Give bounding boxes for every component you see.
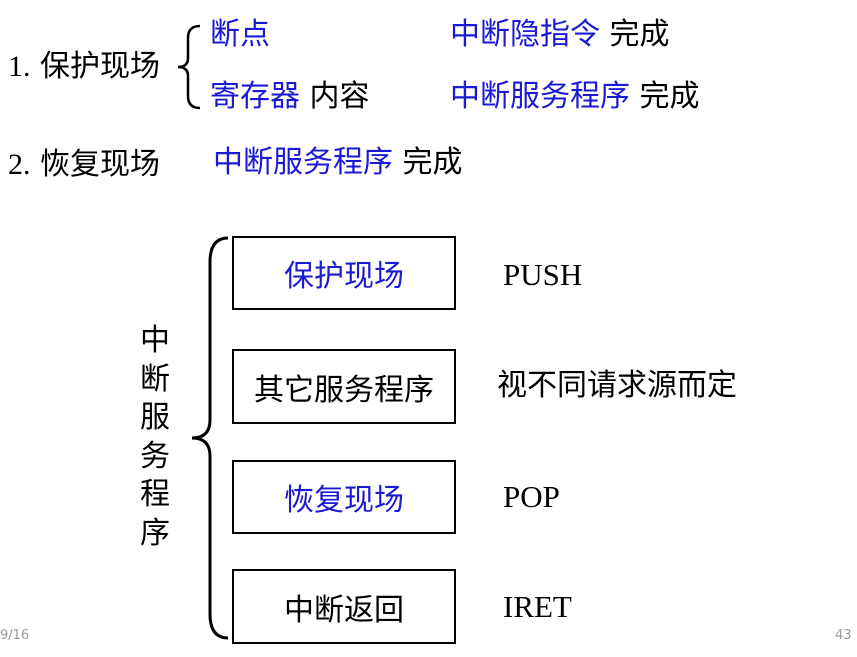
diagram-vertical-label: 中 断 服 务 程 序 — [138, 322, 172, 553]
section1-row1-b-blue: 中断隐指令 — [450, 17, 600, 52]
vertical-char: 程 — [140, 477, 170, 512]
section1-brace — [177, 24, 201, 110]
section1-row1-b-black: 完成 — [609, 17, 670, 52]
vertical-char: 中 — [140, 323, 170, 358]
section1-row2-a-blue: 寄存器 — [210, 79, 300, 114]
section1-title: 保护现场 — [40, 49, 161, 84]
section2-title: 恢复现场 — [40, 147, 161, 182]
section2-desc: 中断服务程序 完成 — [213, 148, 463, 178]
section1-row2-b-blue: 中断服务程序 — [450, 79, 630, 114]
vertical-char: 服 — [140, 400, 170, 435]
section2-number: 2. — [8, 148, 31, 181]
section1-row2-a: 寄存器 内容 — [210, 82, 370, 112]
step-box-protect-context: 保护现场 — [232, 236, 456, 310]
step-box-interrupt-return: 中断返回 — [232, 569, 456, 644]
section1-row2-b: 中断服务程序 完成 — [450, 82, 700, 112]
step-note-pop: POP — [503, 479, 560, 514]
step-note-iret: IRET — [503, 589, 572, 624]
step-box-other-service: 其它服务程序 — [232, 349, 456, 424]
step-label: 保护现场 — [284, 259, 404, 294]
diagram-brace — [191, 236, 229, 640]
section1-row1-b: 中断隐指令 完成 — [450, 20, 670, 50]
section2-desc-black: 完成 — [402, 145, 463, 180]
section1-heading: 1. 保护现场 — [8, 52, 160, 82]
step-label: 其它服务程序 — [254, 372, 434, 408]
step-label: 恢复现场 — [284, 483, 404, 518]
page-number: 43 — [835, 628, 852, 643]
section1-row1-a: 断点 — [210, 17, 270, 52]
step-note-push: PUSH — [503, 257, 583, 292]
vertical-char: 断 — [140, 361, 170, 397]
section1-row2-b-black: 完成 — [639, 79, 700, 114]
vertical-char: 序 — [140, 515, 170, 551]
section2-desc-blue: 中断服务程序 — [213, 145, 393, 180]
step-note-other: 视不同请求源而定 — [497, 368, 737, 403]
vertical-char: 务 — [140, 438, 170, 474]
section1-number: 1. — [8, 50, 31, 83]
section2-heading: 2. 恢复现场 — [8, 150, 160, 180]
section1-row2-a-black: 内容 — [309, 79, 370, 114]
step-label: 中断返回 — [284, 592, 404, 628]
footer-date: 9/16 — [0, 628, 30, 643]
step-box-restore-context: 恢复现场 — [232, 460, 456, 534]
